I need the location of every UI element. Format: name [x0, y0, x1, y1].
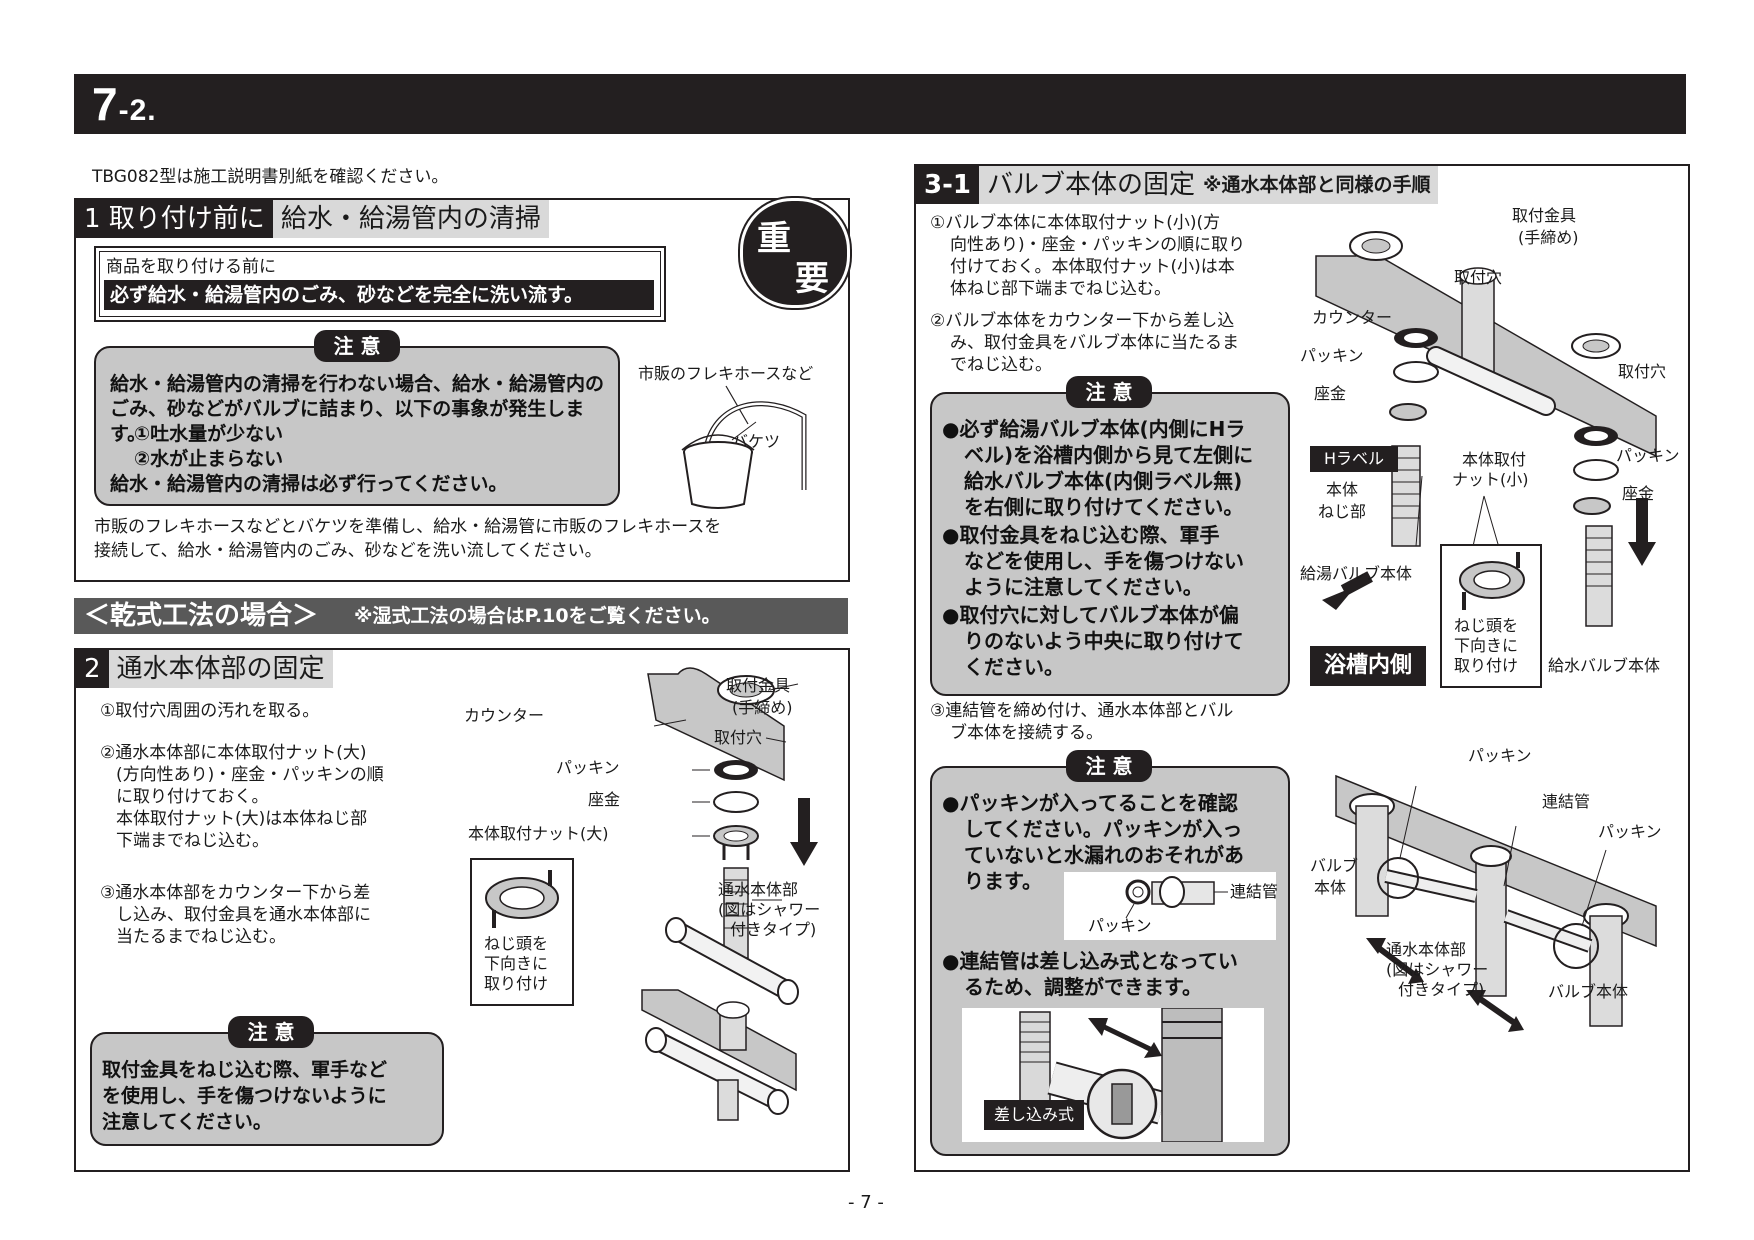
dry-method-banner: ＜乾式工法の場合＞ ※湿式工法の場合はP.10をご覧ください。 [74, 598, 848, 634]
section-number: 7-2. [92, 78, 157, 130]
important-badge: 重 要 [740, 198, 850, 308]
bucket-illustration [681, 385, 807, 509]
intro-note: TBG082型は施工説明書別紙を確認ください。 [92, 167, 449, 187]
section1-caution: 給水・給湯管内の清掃を行わない場合、給水・給湯管内の ごみ、砂などがバルブに詰ま… [94, 346, 620, 506]
screw-detail-2: ねじ頭を 下向きに 取り付け [1440, 544, 1542, 688]
section2-illustration [641, 667, 818, 1121]
section1-notice: 商品を取り付ける前に 必ず給水・給湯管内のごみ、砂などを完全に洗い流す。 [94, 246, 666, 322]
header-bar: 7-2. [74, 74, 1686, 134]
page-footer: - 7 - [848, 1192, 884, 1213]
section3-caution1: ●必ず給湯バルブ本体(内側にHラ ベル)を浴槽内側から見て左側に 給水バルブ本体… [930, 392, 1290, 696]
bath-inside-label: 浴槽内側 [1310, 646, 1426, 686]
section3-illustration-top [1315, 231, 1657, 627]
label-hose: 市販のフレキホースなど [638, 364, 814, 383]
section3-title: 3-1 バルブ本体の固定 ※通水本体部と同様の手順 [916, 166, 1439, 204]
caution-tag: 注 意 [314, 330, 400, 362]
section2-box: 2 通水本体部の固定 ①取付穴周囲の汚れを取る。 ②通水本体部に本体取付ナット(… [74, 648, 850, 1172]
section2-caution: 取付金具をねじ込む際、軍手など を使用し、手を傷つけないように 注意してください… [90, 1032, 444, 1146]
section1-title: 1 取り付け前に 給水・給湯管内の清掃 [76, 200, 549, 238]
section2-title: 2 通水本体部の固定 [76, 650, 333, 688]
section3-illustration-bottom [1335, 774, 1657, 1032]
packing-inset: パッキン 連結管 [1064, 872, 1278, 940]
section1-box: 1 取り付け前に 給水・給湯管内の清掃 商品を取り付ける前に 必ず給水・給湯管内… [74, 198, 850, 582]
section3-box: 3-1 バルブ本体の固定 ※通水本体部と同様の手順 ①バルブ本体に本体取付ナット… [914, 164, 1690, 1172]
section3-caution2: ●パッキンが入ってることを確認 してください。パッキンが入っ ていないと水漏れの… [930, 766, 1290, 1156]
insert-photo: 差し込み式 [962, 1008, 1264, 1142]
screw-detail: ねじ頭を 下向きに 取り付け [470, 858, 574, 1006]
